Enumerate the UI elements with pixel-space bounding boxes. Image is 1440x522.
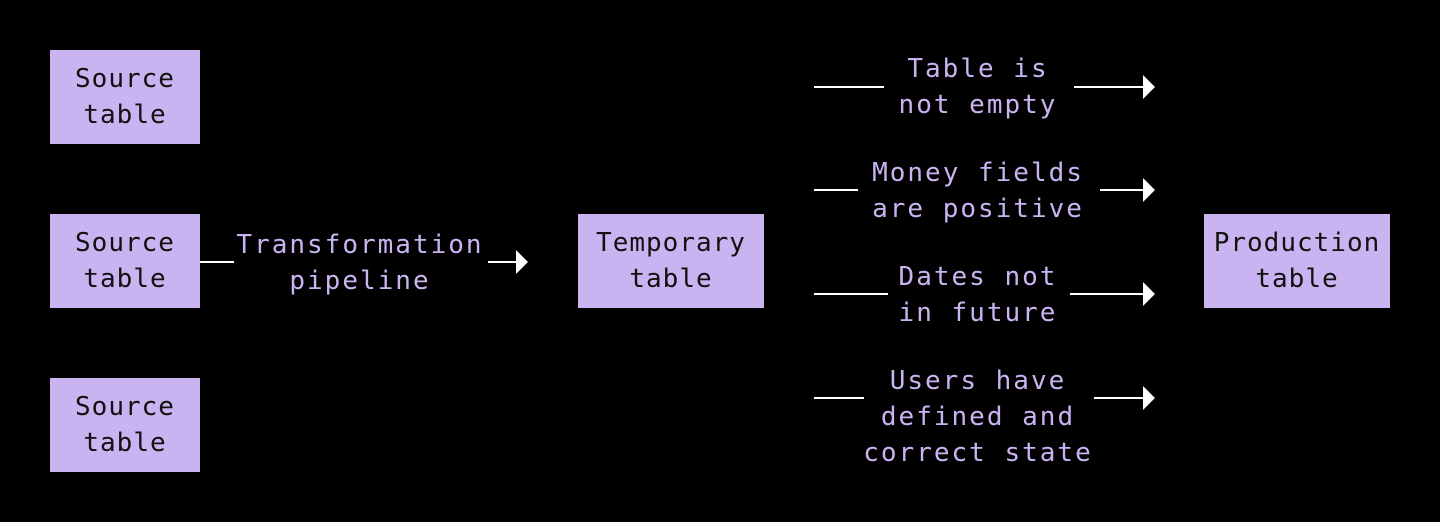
arrow-head-icon [1143, 282, 1155, 306]
check-label-line: Users have [889, 366, 1067, 396]
source-table-label: Source [75, 64, 175, 94]
check-3-label: Dates not in future [888, 258, 1068, 332]
check-2-line-left [814, 189, 858, 191]
temporary-table: Temporary table [578, 214, 764, 308]
production-table: Production table [1204, 214, 1390, 308]
arrow-head-icon [516, 250, 528, 274]
check-2-label: Money fields are positive [858, 154, 1098, 228]
pipeline-label: Transformation pipeline [234, 225, 486, 301]
arrow-head-icon [1143, 386, 1155, 410]
source-table-2: Source table [50, 214, 200, 308]
pipeline-to-temporary-line [488, 261, 518, 263]
check-1-line-left [814, 86, 884, 88]
check-3-line-right [1070, 293, 1144, 295]
arrow-head-icon [1143, 178, 1155, 202]
source-table-1: Source table [50, 50, 200, 144]
temporary-table-label: table [629, 264, 713, 294]
check-label-line: Money fields [872, 158, 1084, 188]
arrow-head-icon [1143, 75, 1155, 99]
check-2-line-right [1100, 189, 1144, 191]
check-label-line: Table is [907, 54, 1049, 84]
check-label-line: in future [898, 298, 1058, 328]
check-4-line-left [814, 397, 864, 399]
source-table-label: table [83, 428, 167, 458]
source-table-label: table [83, 264, 167, 294]
pipeline-label-line1: Transformation [236, 230, 484, 260]
check-1-label: Table is not empty [884, 50, 1072, 124]
check-4-label: Users have defined and correct state [863, 362, 1093, 472]
source-table-label: Source [75, 228, 175, 258]
temporary-table-label: Temporary [596, 228, 746, 258]
check-label-line: Dates not [898, 262, 1058, 292]
source-table-label: table [83, 100, 167, 130]
source-to-pipeline-line [200, 261, 234, 263]
check-label-line: defined and [880, 402, 1076, 432]
check-1-line-right [1074, 86, 1144, 88]
check-3-line-left [814, 293, 888, 295]
source-table-label: Source [75, 392, 175, 422]
check-label-line: correct state [863, 438, 1093, 468]
check-4-line-right [1094, 397, 1144, 399]
production-table-label: Production [1213, 228, 1381, 258]
production-table-label: table [1255, 264, 1339, 294]
pipeline-label-line2: pipeline [289, 266, 431, 296]
check-label-line: are positive [872, 194, 1084, 224]
source-table-3: Source table [50, 378, 200, 472]
check-label-line: not empty [898, 90, 1058, 120]
